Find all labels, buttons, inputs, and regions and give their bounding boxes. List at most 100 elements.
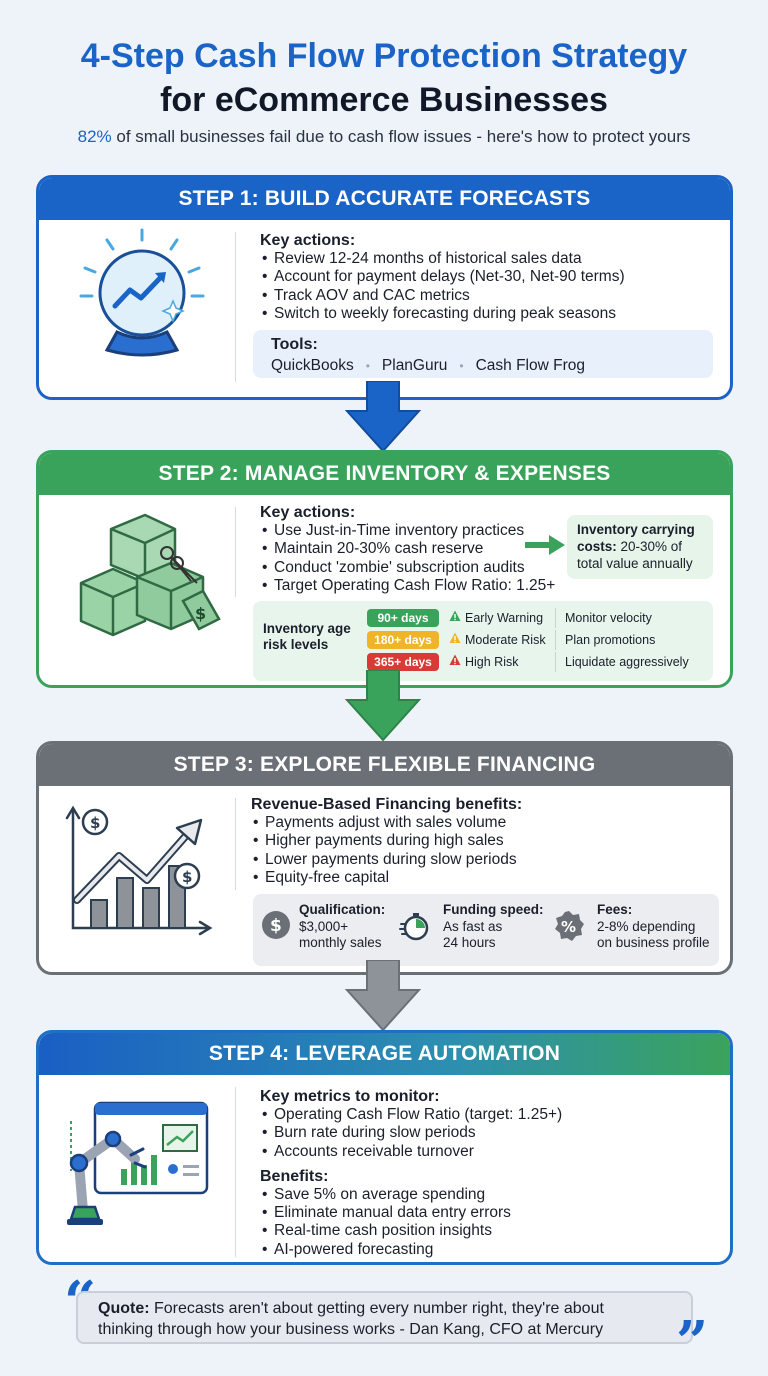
step2-actions: Key actions: Use Just-in-Time inventory … [260, 503, 555, 595]
list-item: Lower payments during slow periods [251, 851, 522, 870]
svg-text:$: $ [270, 916, 282, 936]
inventory-boxes-icon: $ [67, 501, 227, 656]
list-item: Maintain 20-30% cash reserve [260, 540, 555, 559]
dollar-coin-icon: $ [261, 910, 291, 945]
list-item: Equity-free capital [251, 869, 522, 888]
step2-card: STEP 2: MANAGE INVENTORY & EXPENSES $ [36, 450, 733, 688]
risk-level-text: Early Warning [465, 611, 544, 625]
step1-actions: Key actions: Review 12-24 months of hist… [260, 231, 625, 323]
age-badge: 180+ days [367, 631, 439, 649]
financing-info-box: $ Qualification: $3,000+ monthly sales F… [253, 894, 719, 966]
step3-card: STEP 3: EXPLORE FLEXIBLE FINANCING $ $ [36, 741, 733, 975]
svg-text:$: $ [182, 868, 192, 886]
step3-title: STEP 3: EXPLORE FLEXIBLE FINANCING [39, 744, 730, 786]
step4-benefits-list: Save 5% on average spendingEliminate man… [260, 1186, 562, 1259]
step3-benefits: Revenue-Based Financing benefits: Paymen… [251, 795, 522, 887]
qualification-label: Qualification: [299, 902, 386, 917]
callout-bold: Inventory carrying costs: [577, 522, 695, 554]
arrow-right-icon [525, 533, 567, 562]
funding-speed-unit: 24 hours [443, 935, 496, 950]
step3-benefits-label: Revenue-Based Financing benefits: [251, 796, 523, 813]
risk-action-text: Monitor velocity [565, 611, 652, 625]
list-item: Use Just-in-Time inventory practices [260, 522, 555, 541]
risk-levels-label: Inventory age risk levels [263, 621, 351, 652]
risk-level-row: 365+ days High Risk Liquidate aggressively [367, 652, 707, 672]
robot-arm-dashboard-icon [65, 1099, 215, 1240]
crystal-ball-icon [67, 228, 217, 363]
list-item: Operating Cash Flow Ratio (target: 1.25+… [260, 1106, 562, 1125]
column-divider [555, 652, 556, 672]
qualification-info: Qualification: $3,000+ monthly sales [299, 902, 385, 952]
tool-separator: • [459, 359, 464, 373]
age-badge: 90+ days [367, 609, 439, 627]
list-item: Track AOV and CAC metrics [260, 287, 625, 306]
list-item: Burn rate during slow periods [260, 1124, 562, 1143]
arrow-down-icon [344, 380, 422, 458]
svg-text:%: % [561, 918, 576, 936]
page-title: 4-Step Cash Flow Protection Strategy [80, 37, 688, 75]
quote-line2: thinking through how your business works… [98, 1321, 604, 1338]
column-divider [555, 630, 556, 650]
warning-icon [449, 610, 461, 621]
step4-title: STEP 4: LEVERAGE AUTOMATION [39, 1033, 730, 1075]
warning-icon [449, 654, 461, 665]
step2-title: STEP 2: MANAGE INVENTORY & EXPENSES [39, 453, 730, 495]
funding-speed-info: Funding speed: As fast as 24 hours [443, 902, 544, 952]
fees-condition: on business profile [597, 935, 710, 950]
close-quote-icon: ” [676, 1309, 709, 1375]
stopwatch-icon [399, 910, 431, 947]
column-divider [555, 608, 556, 628]
tool-separator: • [365, 359, 370, 373]
fees-info: Fees: 2-8% depending on business profile [597, 902, 710, 952]
arrow-down-icon [344, 959, 422, 1037]
risk-levels-box: Inventory age risk levels 90+ days Early … [253, 601, 713, 681]
risk-level-row: 180+ days Moderate Risk Plan promotions [367, 630, 707, 650]
risk-level-text: Moderate Risk [465, 633, 546, 647]
tool-cash-flow-frog: Cash Flow Frog [475, 357, 585, 374]
step2-actions-list: Use Just-in-Time inventory practicesMain… [260, 522, 555, 595]
step3-benefits-list: Payments adjust with sales volumeHigher … [251, 814, 522, 887]
tools-row: QuickBooks • PlanGuru • Cash Flow Frog [271, 355, 695, 377]
tool-planguru: PlanGuru [381, 357, 448, 374]
carrying-costs-callout: Inventory carrying costs: 20-30% of tota… [567, 515, 713, 579]
list-item: Payments adjust with sales volume [251, 814, 522, 833]
tool-quickbooks: QuickBooks [271, 357, 354, 374]
list-item: Conduct 'zombie' subscription audits [260, 559, 555, 578]
svg-text:$: $ [90, 814, 100, 832]
list-item: Switch to weekly forecasting during peak… [260, 305, 625, 324]
list-item: Save 5% on average spending [260, 1186, 562, 1205]
fees-value: 2-8% depending [597, 918, 696, 934]
growth-chart-icon: $ $ [63, 800, 213, 945]
list-item: Higher payments during high sales [251, 832, 522, 851]
step1-actions-list: Review 12-24 months of historical sales … [260, 250, 625, 323]
step1-title: STEP 1: BUILD ACCURATE FORECASTS [39, 178, 730, 220]
quote-label: Quote: [98, 1300, 150, 1317]
step1-actions-label: Key actions: [260, 232, 356, 249]
funding-speed-label: Funding speed: [443, 902, 544, 917]
step4-benefits-label: Benefits: [260, 1167, 329, 1185]
step4-metrics-label: Key metrics to monitor: [260, 1088, 440, 1105]
age-badge: 365+ days [367, 653, 439, 671]
risk-action-text: Plan promotions [565, 633, 656, 647]
subtitle-text: of small businesses fail due to cash flo… [111, 127, 691, 146]
page-subtitle: 82% of small businesses fail due to cash… [0, 127, 768, 147]
list-item: Eliminate manual data entry errors [260, 1204, 562, 1223]
list-item: AI-powered forecasting [260, 1241, 562, 1260]
callout-text: 20-30% of total value annually [577, 539, 693, 571]
list-item: Target Operating Cash Flow Ratio: 1.25+ [260, 577, 555, 596]
risk-level-text: High Risk [465, 655, 519, 669]
step2-actions-label: Key actions: [260, 504, 356, 521]
list-item: Accounts receivable turnover [260, 1143, 562, 1162]
quote-line1: Forecasts aren't about getting every num… [149, 1300, 604, 1317]
quote-box: Quote: Forecasts aren't about getting ev… [76, 1291, 693, 1344]
list-item: Review 12-24 months of historical sales … [260, 250, 625, 269]
subtitle-highlight: 82% [77, 127, 112, 146]
warning-icon [449, 632, 461, 643]
svg-text:$: $ [195, 604, 206, 623]
risk-action-text: Liquidate aggressively [565, 655, 689, 669]
percent-badge-icon: % [553, 910, 585, 947]
step4-metrics: Key metrics to monitor: Operating Cash F… [260, 1087, 562, 1259]
step1-tools-box: Tools: QuickBooks • PlanGuru • Cash Flow Fro… [253, 330, 713, 378]
tools-label: Tools: [271, 336, 318, 353]
fees-label: Fees: [597, 902, 633, 917]
